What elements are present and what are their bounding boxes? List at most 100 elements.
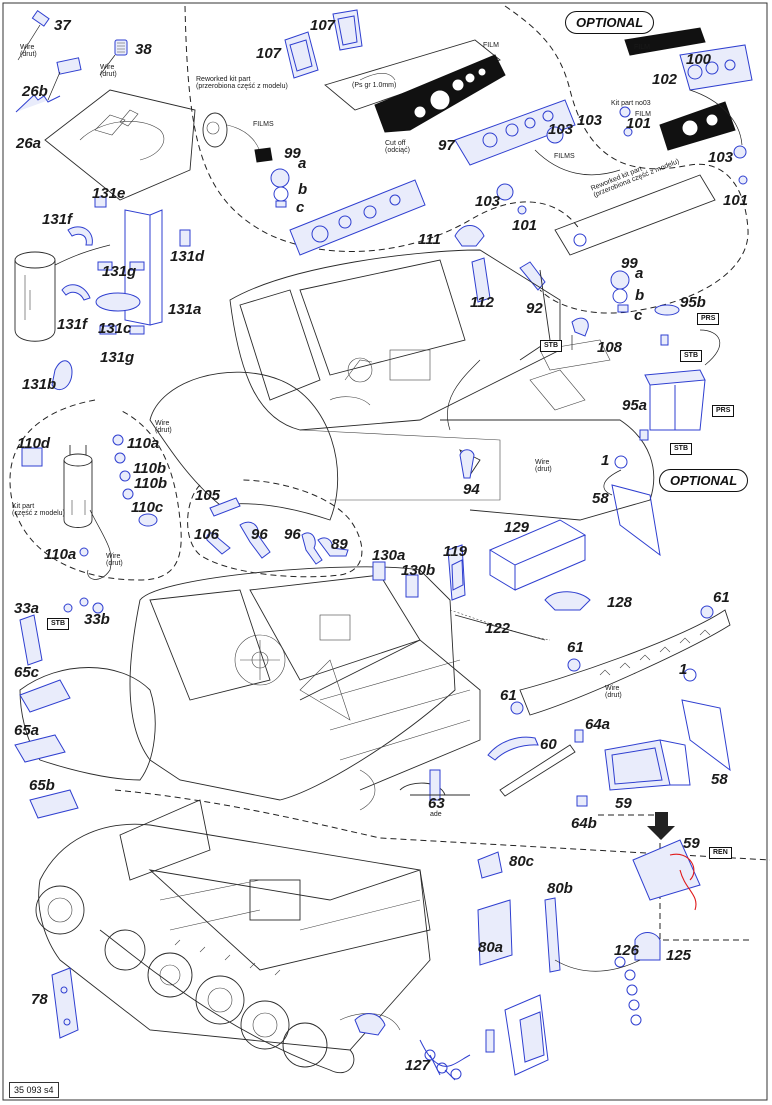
part-label-128: 128 [607, 594, 633, 611]
sheet-code: 35 093 s4 [9, 1082, 59, 1098]
dashboard-film-panel [374, 54, 506, 133]
part-label-101c: 101 [723, 192, 749, 209]
part-label-58a: 58 [592, 490, 609, 507]
divider-top [184, 5, 581, 252]
part-label-78: 78 [31, 991, 48, 1008]
part-label-59b: 59 [683, 835, 700, 852]
wire-note-5-l1: Wire [106, 553, 121, 560]
wire-note-5-l2: (drut) [106, 560, 123, 568]
wire-note-5: Wire(drut) [106, 553, 123, 568]
prs-box-1: PRS [697, 313, 720, 325]
wire-note-3: Wire(drut) [535, 459, 552, 474]
part-label-63: 63 [428, 795, 445, 812]
part-label-58b: 58 [711, 771, 728, 788]
part-label-106: 106 [194, 526, 220, 543]
part-label-99-left-a: a [298, 155, 307, 172]
part-58-bracket-bottom [681, 668, 731, 772]
part-label-101a: 101 [512, 217, 538, 234]
part-label-26b: 26b [22, 83, 48, 100]
parts-80-125-126 [477, 851, 661, 1076]
part-label-95a: 95a [622, 397, 648, 414]
prs-box-2: PRS [712, 405, 735, 417]
part-label-110c: 110c [131, 499, 164, 516]
reworked-dash-2 [554, 174, 716, 313]
part-97-panel [454, 99, 633, 215]
part-label-60: 60 [540, 736, 557, 753]
part-label-131g-b: 131g [100, 349, 135, 366]
part-label-26a: 26a [16, 135, 42, 152]
part-label-130b: 130b [401, 562, 436, 579]
wire-note-1-l2: (drut) [20, 51, 37, 59]
divider-instruments [504, 5, 749, 314]
part-label-129: 129 [504, 519, 530, 536]
part-label-61c: 61 [500, 687, 517, 704]
wire-note-3-l2: (drut) [535, 466, 552, 474]
part-label-103d: 103 [708, 149, 734, 166]
part-label-94: 94 [463, 481, 480, 498]
part-37-group [17, 10, 50, 61]
cutoff-note-l2: (odciąć) [385, 147, 410, 155]
part-label-112: 112 [470, 294, 494, 311]
kitpart-note: Kit part(część z modelu) [12, 503, 65, 518]
part-label-1b: 1 [679, 661, 688, 678]
wire-note-2-l2: (drut) [100, 71, 117, 79]
cutoff-note-l1: Cut off [385, 140, 406, 147]
parts-60-64-63 [410, 729, 588, 807]
part-label-131c: 131c [98, 320, 132, 337]
part-label-99-right-a: a [635, 265, 644, 282]
part-label-64a: 64a [585, 716, 611, 733]
parts-105-106-96 [206, 497, 349, 565]
part-label-110b-b: 110b [134, 475, 168, 492]
part-label-110a-a: 110a [127, 435, 160, 452]
part-label-89: 89 [331, 536, 348, 553]
part-59-optional [604, 739, 701, 911]
part-label-96a: 96 [251, 526, 268, 543]
part-label-38: 38 [135, 41, 152, 58]
part-label-96b: 96 [284, 526, 301, 543]
part-label-119: 119 [443, 543, 467, 560]
part-label-131g-a: 131g [102, 263, 137, 280]
wire-note-6-l1: Wire [605, 685, 620, 692]
part-label-102: 102 [652, 71, 678, 88]
part-label-33a: 33a [14, 600, 40, 617]
cab-assembly-middle [149, 249, 655, 521]
part-label-65b: 65b [29, 777, 55, 794]
part-label-131b: 131b [22, 376, 57, 393]
wire-note-2: Wire(drut) [100, 64, 117, 79]
wire-note-4: Wire(drut) [155, 420, 172, 435]
part-label-103b: 103 [475, 193, 501, 210]
optional-gauge-panel [624, 27, 753, 185]
part-label-1a: 1 [601, 452, 610, 469]
kitpart-no03-note: Kit part no03 [611, 100, 651, 107]
part-label-80c: 80c [509, 853, 535, 870]
ps-gr-note: (Ps gr 1.0mm) [352, 82, 397, 89]
parts-129-119-128 [447, 519, 591, 641]
part-label-126: 126 [614, 942, 640, 959]
part-label-95b: 95b [680, 294, 706, 311]
reworked-note-1-l1: Reworked kit part [196, 76, 251, 83]
film-note-2: FILM [634, 44, 650, 51]
part-label-100: 100 [686, 51, 712, 68]
part-label-65c: 65c [14, 664, 40, 681]
part-26-group [15, 57, 82, 113]
divider-detail-105 [187, 479, 363, 578]
stb-box-1: STB [540, 340, 562, 352]
part-label-130a: 130a [372, 547, 406, 564]
wire-note-1-l1: Wire [20, 44, 35, 51]
parts-61-strip [510, 605, 731, 716]
part-58-bracket-top [603, 455, 661, 557]
part-label-125: 125 [666, 947, 692, 964]
part-label-131f-a: 131f [42, 211, 73, 228]
part-label-110d: 110d [17, 435, 51, 452]
dashboard-blue-left [289, 179, 426, 256]
part-label-108: 108 [597, 339, 623, 356]
part-38-group [99, 39, 128, 76]
stb-box-4: STB [47, 618, 69, 630]
optional-label-top: OPTIONAL [565, 11, 655, 34]
part-label-61b: 61 [567, 639, 584, 656]
film-note-1: FILM [483, 42, 499, 49]
part-label-110a-b: 110a [44, 546, 77, 563]
hull-assembly-lower [19, 566, 481, 811]
part-label-110b-a: 110b [133, 460, 167, 477]
